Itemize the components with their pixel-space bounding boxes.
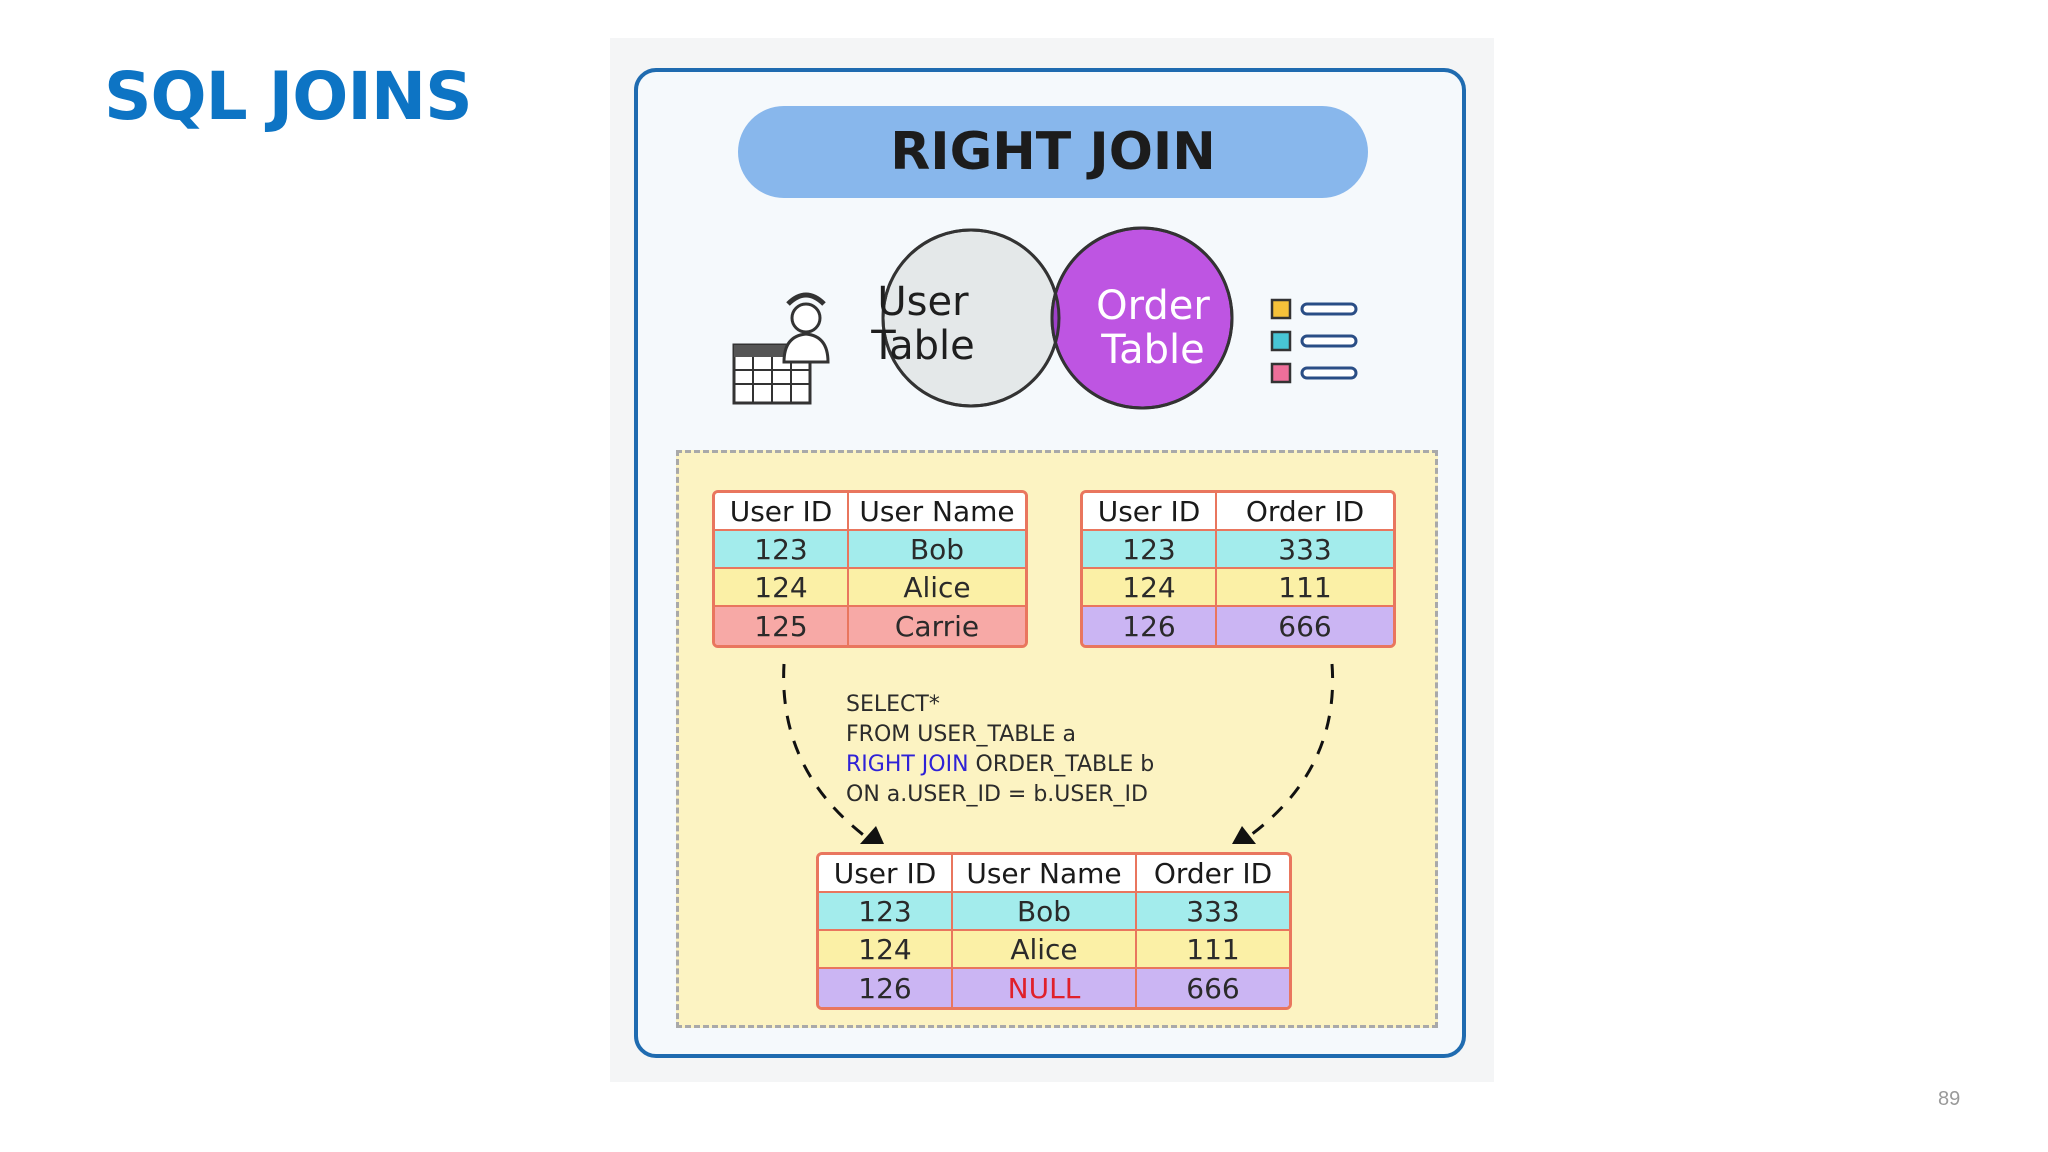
venn-label-user-line2: Table <box>871 323 975 369</box>
table-row: 124 Alice 111 <box>819 931 1289 969</box>
page-number: 89 <box>1938 1088 1961 1110</box>
slide-title: SQL JOINS <box>104 58 473 135</box>
venn-diagram <box>732 226 1358 410</box>
table-cell: 124 <box>819 931 953 969</box>
result-table-header: User ID User Name Order ID <box>819 855 1289 893</box>
sql-line-on: ON a.USER_ID = b.USER_ID <box>846 782 1148 807</box>
user-table-header-cell: User ID <box>715 493 849 531</box>
table-cell: Bob <box>953 893 1137 931</box>
user-table-header: User ID User Name <box>715 493 1025 531</box>
sql-join-keyword: RIGHT JOIN <box>846 752 969 777</box>
order-table: User ID Order ID 123 333 124 111 126 666 <box>1080 490 1396 648</box>
user-table-icon <box>732 292 830 405</box>
table-cell: 666 <box>1217 607 1393 645</box>
table-cell: 123 <box>715 531 849 569</box>
result-table-header-cell: User Name <box>953 855 1137 893</box>
order-table-header-cell: User ID <box>1083 493 1217 531</box>
sql-join-target: ORDER_TABLE b <box>968 752 1155 777</box>
table-cell: 666 <box>1137 969 1289 1007</box>
table-cell: 126 <box>1083 607 1217 645</box>
result-table-header-cell: Order ID <box>1137 855 1289 893</box>
null-value-cell: NULL <box>953 969 1137 1007</box>
table-cell: Bob <box>849 531 1025 569</box>
right-join-figure: RIGHT JOIN <box>610 38 1494 1082</box>
arrow-right <box>1243 663 1335 842</box>
table-cell: 125 <box>715 607 849 645</box>
venn-label-order-line1: Order <box>1096 283 1210 329</box>
arrow-left-head <box>860 826 884 844</box>
sql-line-select: SELECT* <box>846 692 940 717</box>
table-cell: Carrie <box>849 607 1025 645</box>
user-table-header-cell: User Name <box>849 493 1025 531</box>
table-row: 125 Carrie <box>715 607 1025 645</box>
arrow-right-head <box>1232 826 1256 844</box>
user-table: User ID User Name 123 Bob 124 Alice 125 … <box>712 490 1028 648</box>
join-arrows <box>782 663 1335 844</box>
result-table-header-cell: User ID <box>819 855 953 893</box>
table-cell: 124 <box>715 569 849 607</box>
table-cell: 123 <box>1083 531 1217 569</box>
table-row: 126 666 <box>1083 607 1393 645</box>
table-cell: 333 <box>1217 531 1393 569</box>
result-table: User ID User Name Order ID 123 Bob 333 1… <box>816 852 1292 1010</box>
table-cell: Alice <box>953 931 1137 969</box>
table-cell: 126 <box>819 969 953 1007</box>
figure-card: RIGHT JOIN <box>634 68 1466 1058</box>
table-cell: 124 <box>1083 569 1217 607</box>
table-row: 124 Alice <box>715 569 1025 607</box>
order-table-header: User ID Order ID <box>1083 493 1393 531</box>
order-table-header-cell: Order ID <box>1217 493 1393 531</box>
venn-label-user-line1: User <box>877 279 969 325</box>
order-list-icon <box>1270 298 1358 384</box>
table-row: 123 333 <box>1083 531 1393 569</box>
sql-query: SELECT* FROM USER_TABLE a RIGHT JOIN ORD… <box>846 690 1154 810</box>
table-cell: 111 <box>1137 931 1289 969</box>
venn-label-order-table: Order Table <box>1063 284 1243 372</box>
table-cell: 123 <box>819 893 953 931</box>
sql-line-join: RIGHT JOIN ORDER_TABLE b <box>846 750 1154 780</box>
table-cell: 333 <box>1137 893 1289 931</box>
table-cell: Alice <box>849 569 1025 607</box>
venn-label-order-line2: Table <box>1101 327 1205 373</box>
table-row: 123 Bob 333 <box>819 893 1289 931</box>
table-row: 126 NULL 666 <box>819 969 1289 1007</box>
table-cell: 111 <box>1217 569 1393 607</box>
table-row: 123 Bob <box>715 531 1025 569</box>
join-type-banner: RIGHT JOIN <box>738 106 1368 198</box>
venn-label-user-table: User Table <box>833 280 1013 368</box>
table-row: 124 111 <box>1083 569 1393 607</box>
sql-line-from: FROM USER_TABLE a <box>846 722 1076 747</box>
